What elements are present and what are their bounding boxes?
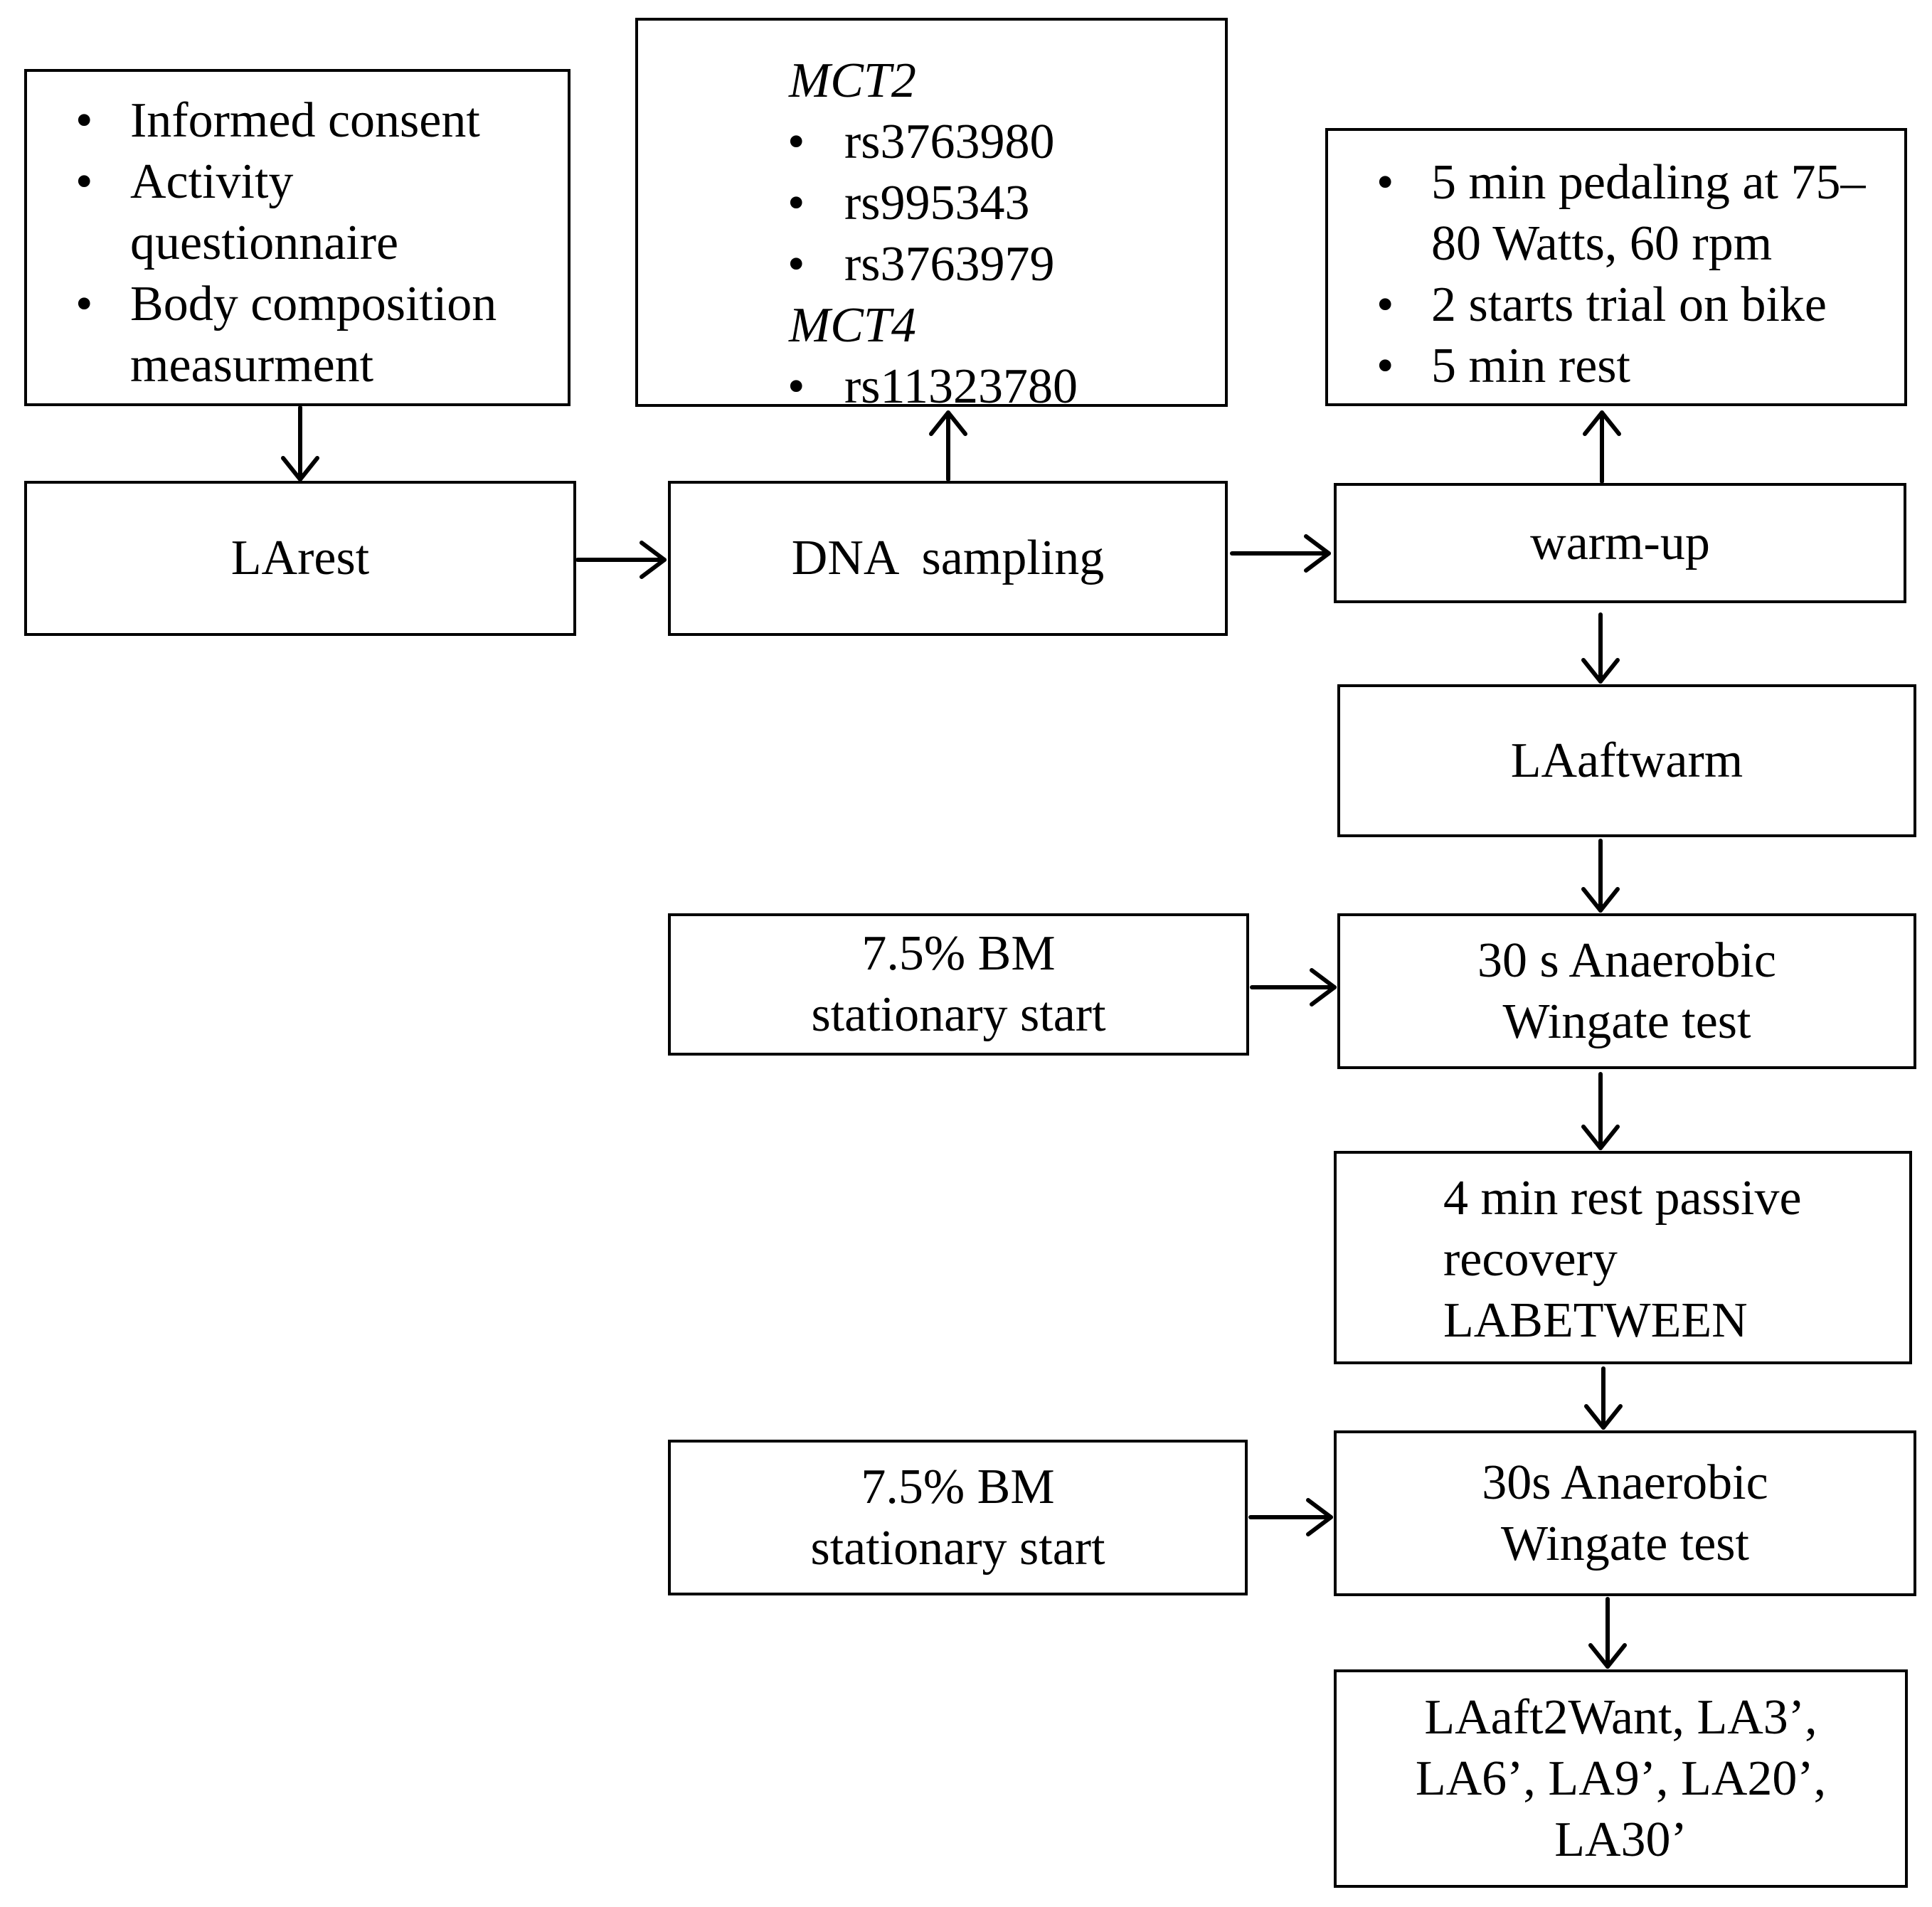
wingate-test-2-line1: 30s Anaerobic bbox=[1482, 1455, 1768, 1510]
warmup-details-box: 5 min pedaling at 75–80 Watts, 60 rpm 2 … bbox=[1325, 128, 1907, 406]
wingate-test-2-node: 30s Anaerobic Wingate test bbox=[1334, 1430, 1916, 1596]
wingate-test-1-node: 30 s Anaerobic Wingate test bbox=[1337, 913, 1916, 1069]
arrow-larest-to-dna bbox=[575, 541, 667, 579]
snp-item: rs3763979 bbox=[638, 234, 1225, 295]
stationary-start-2-node: 7.5% BM stationary start bbox=[668, 1440, 1248, 1595]
arrow-wingate1-to-recovery bbox=[1581, 1072, 1620, 1150]
larest-node: LArest bbox=[24, 481, 576, 636]
genotype-box: MCT2 rs3763980 rs995343 rs3763979 MCT4 r… bbox=[635, 18, 1228, 418]
stationary-start-1-line2: stationary start bbox=[811, 987, 1106, 1042]
stationary-start-2-line2: stationary start bbox=[810, 1520, 1105, 1576]
starts-trial-item: 2 starts trial on bike bbox=[1328, 275, 1904, 336]
arrow-warmup-to-laaftwarm bbox=[1581, 612, 1620, 684]
passive-recovery-line1: 4 min rest passive bbox=[1443, 1171, 1802, 1226]
laaftwarm-node: LAaftwarm bbox=[1337, 684, 1916, 837]
final-lactate-line1: LAaft2Want, LA3’, bbox=[1424, 1689, 1817, 1745]
wingate-test-1-line2: Wingate test bbox=[1502, 994, 1751, 1049]
dna-sampling-label: DNA sampling bbox=[791, 531, 1105, 585]
stationary-start-1-node: 7.5% BM stationary start bbox=[668, 913, 1249, 1056]
warm-up-label: warm-up bbox=[1530, 515, 1710, 570]
arrow-recovery-to-wingate2 bbox=[1584, 1366, 1623, 1430]
consent-item: Informed consent bbox=[27, 90, 525, 152]
arrow-start2-to-wingate2 bbox=[1248, 1498, 1333, 1536]
larest-label: LArest bbox=[230, 531, 370, 585]
consent-box: Informed consent Activity questionnaire … bbox=[24, 69, 570, 406]
arrow-wingate2-to-final bbox=[1588, 1597, 1627, 1669]
questionnaire-item: Activity questionnaire bbox=[27, 152, 429, 274]
arrow-start1-to-wingate1 bbox=[1250, 968, 1337, 1006]
snp-item: rs3763980 bbox=[638, 112, 1225, 173]
passive-recovery-node: 4 min rest passive recovery LABETWEEN bbox=[1334, 1151, 1912, 1364]
arrow-laaftwarm-to-wingate1 bbox=[1581, 839, 1620, 913]
final-lactate-node: LAaft2Want, LA3’, LA6’, LA9’, LA20’, LA3… bbox=[1334, 1669, 1908, 1888]
dna-sampling-node: DNA sampling bbox=[668, 481, 1228, 636]
arrow-dna-to-warmup bbox=[1230, 534, 1331, 573]
snp-item: rs995343 bbox=[638, 173, 1225, 234]
warm-up-node: warm-up bbox=[1334, 483, 1906, 603]
snp-item: rs11323780 bbox=[638, 356, 1225, 418]
arrow-warmup-to-details bbox=[1583, 410, 1621, 484]
pedaling-item: 5 min pedaling at 75–80 Watts, 60 rpm bbox=[1328, 152, 1886, 275]
arrow-consent-to-larest bbox=[281, 405, 319, 482]
wingate-test-2-line2: Wingate test bbox=[1500, 1516, 1749, 1571]
stationary-start-1-line1: 7.5% BM bbox=[861, 926, 1056, 981]
final-lactate-line2: LA6’, LA9’, LA20’, bbox=[1415, 1751, 1827, 1806]
gene-mct4-label: MCT4 bbox=[789, 298, 916, 353]
stationary-start-2-line1: 7.5% BM bbox=[861, 1459, 1055, 1514]
final-lactate-line3: LA30’ bbox=[1554, 1812, 1687, 1867]
arrow-dna-to-genotype bbox=[929, 410, 967, 482]
passive-recovery-line2: recovery bbox=[1443, 1232, 1618, 1287]
body-composition-item: Body composition measurment bbox=[27, 274, 529, 396]
passive-recovery-line3: LABETWEEN bbox=[1443, 1293, 1748, 1348]
rest-item: 5 min rest bbox=[1328, 336, 1904, 397]
wingate-test-1-line1: 30 s Anaerobic bbox=[1477, 933, 1776, 988]
laaftwarm-label: LAaftwarm bbox=[1510, 733, 1743, 788]
gene-mct2-label: MCT2 bbox=[789, 53, 916, 108]
